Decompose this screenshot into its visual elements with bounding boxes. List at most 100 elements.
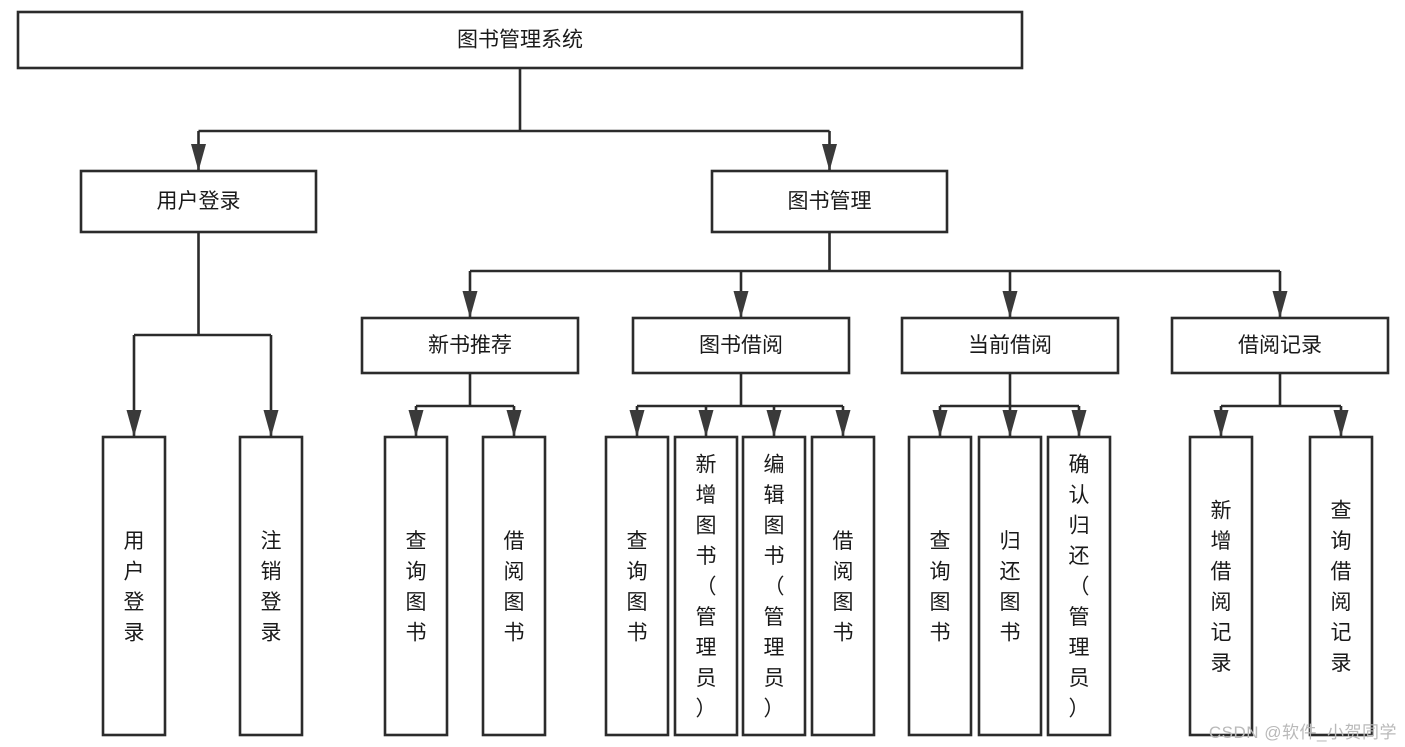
node-label-glyph: 图 xyxy=(1000,591,1021,614)
arrow-to-book-manage xyxy=(822,144,837,171)
node-label-glyph: 询 xyxy=(406,560,427,583)
node-label-glyph: 认 xyxy=(1069,484,1090,507)
node-label-glyph: 图 xyxy=(504,591,525,614)
node-new-book-recommend[interactable] xyxy=(360,316,580,375)
node-label-glyph: 书 xyxy=(696,545,717,568)
node-label-glyph: （ xyxy=(1069,576,1090,599)
arrow-to-book-borrow xyxy=(733,291,749,318)
arrow-to-leaf-add-book xyxy=(698,410,714,437)
node-label-glyph: 辑 xyxy=(764,484,785,507)
node-label-glyph: 记 xyxy=(1331,621,1352,644)
node-leaf-user-logout[interactable] xyxy=(238,435,304,737)
node-label-glyph: 询 xyxy=(627,560,648,583)
node-root-system-label: 图书管理系统 xyxy=(457,29,583,52)
node-current-borrow[interactable] xyxy=(900,316,1120,375)
node-label-glyph: 借 xyxy=(1211,560,1232,583)
node-book-borrow-label: 图书借阅 xyxy=(699,334,783,357)
node-current-borrow-label: 当前借阅 xyxy=(968,334,1052,357)
node-label-glyph: 管 xyxy=(1069,606,1090,629)
node-leaf-add-record[interactable] xyxy=(1188,435,1254,737)
arrow-to-leaf-add-record xyxy=(1213,410,1229,437)
watermark-text: CSDN @软件_小贺同学 xyxy=(1208,723,1397,742)
arrow-to-leaf-query-book-3 xyxy=(932,410,948,437)
node-label-glyph: 理 xyxy=(764,637,785,660)
node-label-glyph: 归 xyxy=(1000,530,1021,553)
node-leaf-query-record[interactable] xyxy=(1308,435,1374,737)
node-label-glyph: 阅 xyxy=(1211,591,1232,614)
connector-layer xyxy=(126,68,1349,437)
arrow-to-leaf-confirm-return xyxy=(1071,410,1087,437)
node-book-manage-label: 图书管理 xyxy=(788,190,872,213)
node-label-glyph: 书 xyxy=(1000,621,1021,644)
node-label-glyph: ） xyxy=(1069,698,1090,721)
node-book-manage[interactable] xyxy=(710,169,949,234)
node-leaf-add-book[interactable] xyxy=(673,435,739,737)
node-label-glyph: 询 xyxy=(930,560,951,583)
node-label-glyph: 图 xyxy=(406,591,427,614)
node-label-glyph: 注 xyxy=(261,530,282,553)
node-leaf-edit-book[interactable] xyxy=(741,435,807,737)
node-label-glyph: 管 xyxy=(696,606,717,629)
node-leaf-query-book-3[interactable] xyxy=(907,435,973,737)
node-leaf-query-book-2[interactable] xyxy=(604,435,670,737)
node-label-glyph: 理 xyxy=(1069,637,1090,660)
arrow-to-leaf-borrow-book-2 xyxy=(835,410,851,437)
node-label-glyph: 图 xyxy=(696,515,717,538)
arrow-to-user-login xyxy=(191,144,206,171)
arrow-to-leaf-user-logout xyxy=(263,410,279,437)
node-label-glyph: 新 xyxy=(1211,499,1232,522)
node-leaf-query-book-1[interactable] xyxy=(383,435,449,737)
node-label-glyph: 书 xyxy=(627,621,648,644)
node-label-glyph: 借 xyxy=(1331,560,1352,583)
node-label-glyph: 登 xyxy=(124,591,145,614)
arrow-to-current-borrow xyxy=(1002,291,1018,318)
node-label-glyph: ） xyxy=(764,698,785,721)
node-layer: 图书管理系统用户登录图书管理新书推荐图书借阅当前借阅借阅记录用户登录注销登录查询… xyxy=(16,10,1390,737)
node-label-glyph: 记 xyxy=(1211,621,1232,644)
arrow-to-leaf-return-book xyxy=(1002,410,1018,437)
node-book-borrow[interactable] xyxy=(631,316,851,375)
node-label-glyph: 还 xyxy=(1000,560,1021,583)
node-label-glyph: 用 xyxy=(124,530,145,553)
node-leaf-borrow-book-2[interactable] xyxy=(810,435,876,737)
node-label-glyph: 还 xyxy=(1069,545,1090,568)
node-leaf-confirm-return[interactable] xyxy=(1046,435,1112,737)
node-label-glyph: 借 xyxy=(833,530,854,553)
node-label-glyph: 图 xyxy=(930,591,951,614)
node-user-login[interactable] xyxy=(79,169,318,234)
node-root-system[interactable] xyxy=(16,10,1024,70)
node-label-glyph: 查 xyxy=(627,530,648,553)
node-label-glyph: 增 xyxy=(1211,530,1232,553)
node-label-glyph: 户 xyxy=(124,560,145,583)
node-leaf-user-login[interactable] xyxy=(101,435,167,737)
node-user-login-label: 用户登录 xyxy=(157,190,241,213)
node-label-glyph: 询 xyxy=(1331,530,1352,553)
node-label-glyph: 理 xyxy=(696,637,717,660)
node-label-glyph: 查 xyxy=(1331,499,1352,522)
node-label-glyph: 书 xyxy=(833,621,854,644)
node-label-glyph: 查 xyxy=(406,530,427,553)
node-new-book-recommend-label: 新书推荐 xyxy=(428,334,512,357)
node-label-glyph: 录 xyxy=(261,621,282,644)
node-leaf-return-book[interactable] xyxy=(977,435,1043,737)
node-label-glyph: 员 xyxy=(764,667,785,690)
node-borrow-record[interactable] xyxy=(1170,316,1390,375)
node-leaf-borrow-book-1[interactable] xyxy=(481,435,547,737)
node-label-glyph: 录 xyxy=(1211,652,1232,675)
node-label-glyph: 增 xyxy=(696,484,717,507)
node-label-glyph: （ xyxy=(764,576,785,599)
node-label-glyph: 确 xyxy=(1069,454,1090,477)
arrow-to-leaf-borrow-book-1 xyxy=(506,410,522,437)
node-label-glyph: 销 xyxy=(261,560,282,583)
node-label-glyph: 归 xyxy=(1069,515,1090,538)
node-label-glyph: 新 xyxy=(696,454,717,477)
arrow-to-leaf-query-book-2 xyxy=(629,410,645,437)
